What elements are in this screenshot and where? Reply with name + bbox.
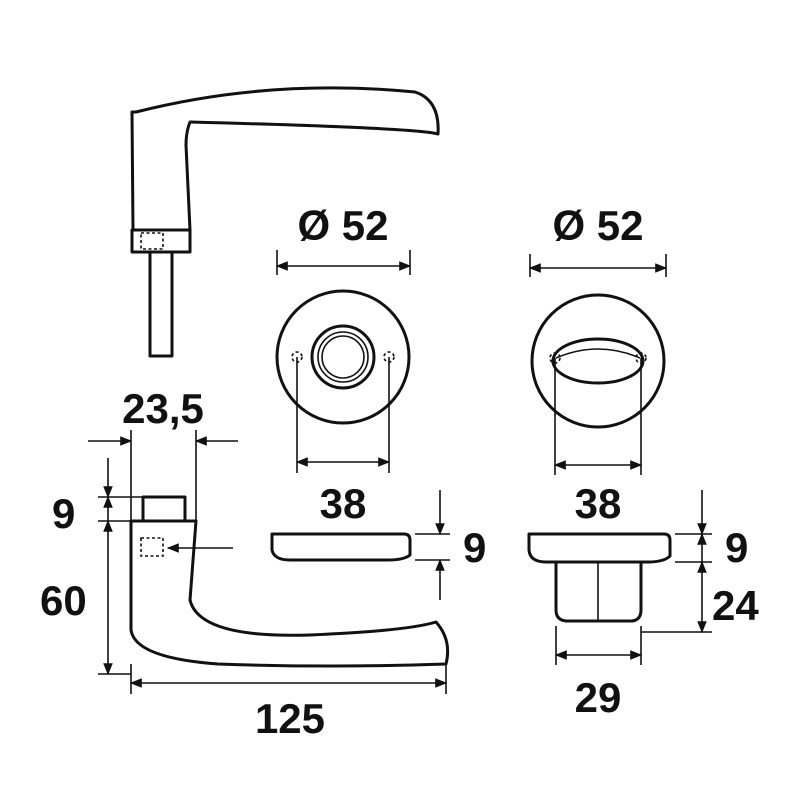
dimension-escutcheon-hole-spacing: 38 bbox=[553, 358, 643, 527]
dimension-rose-thickness: 9 bbox=[415, 490, 486, 600]
dimension-lever-neck-width: 23,5 bbox=[88, 385, 238, 521]
dimension-rose-diameter: Ø 52 bbox=[275, 202, 412, 275]
lever-side-view bbox=[130, 86, 440, 358]
dimension-label-escutcheon-diameter: Ø 52 bbox=[552, 202, 643, 249]
dimension-escutcheon-boss-height: 24 bbox=[641, 560, 759, 634]
dimension-label-lever-height: 60 bbox=[40, 577, 87, 624]
rose-front-view bbox=[275, 289, 411, 425]
dimension-escutcheon-diameter: Ø 52 bbox=[528, 202, 668, 277]
dimension-escutcheon-thickness: 9 bbox=[675, 490, 748, 571]
dimension-label-lever-neck-width: 23,5 bbox=[122, 385, 204, 432]
dimension-label-rose-diameter: Ø 52 bbox=[297, 202, 388, 249]
dimension-label-escutcheon-boss-width: 29 bbox=[575, 674, 622, 721]
dimension-neck-height: 9 bbox=[52, 458, 143, 537]
dimension-lever-length: 125 bbox=[129, 664, 448, 742]
dimension-label-escutcheon-boss-height: 24 bbox=[712, 582, 759, 629]
rose-side-view bbox=[270, 532, 412, 562]
dimension-label-neck-height: 9 bbox=[52, 490, 75, 537]
dimension-rose-hole-spacing: 38 bbox=[295, 357, 391, 527]
dimension-lever-height: 60 bbox=[40, 519, 131, 676]
dimension-escutcheon-boss-width: 29 bbox=[554, 626, 643, 721]
dimension-label-escutcheon-thickness: 9 bbox=[725, 524, 748, 571]
dimension-label-escutcheon-hole-spacing: 38 bbox=[575, 480, 622, 527]
escutcheon-front-view bbox=[530, 293, 666, 429]
escutcheon-side-view bbox=[527, 532, 672, 623]
dimension-label-rose-hole-spacing: 38 bbox=[320, 480, 367, 527]
dimension-label-rose-thickness: 9 bbox=[463, 524, 486, 571]
dimension-label-lever-length: 125 bbox=[255, 695, 325, 742]
lever-front-view bbox=[129, 495, 450, 668]
